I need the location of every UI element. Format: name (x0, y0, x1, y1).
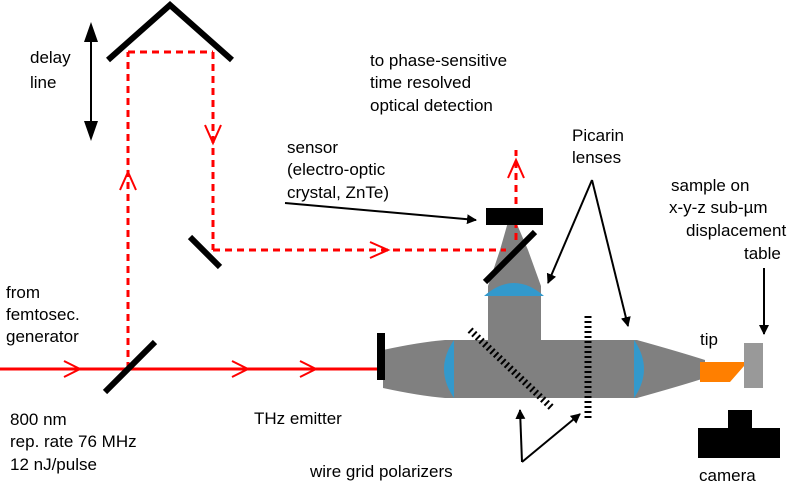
probe-arrows (119, 124, 525, 259)
sensor-pointer-arrow (284, 202, 477, 225)
thz-emitter-plate (377, 333, 385, 380)
picarin-pointer-arrow-2 (591, 179, 631, 327)
tip-label: tip (700, 330, 718, 349)
lens-vertical (484, 283, 544, 296)
lens-left (444, 340, 454, 398)
steering-mirror (187, 234, 223, 270)
from-generator-label: from femtosec. generator (6, 283, 84, 346)
wire-grid-polarizer-diagonal (467, 327, 555, 411)
picarin-label: Picarin lenses (572, 126, 629, 167)
thz-beam (383, 222, 705, 398)
beam-splitter (102, 339, 158, 395)
camera-label: camera (699, 466, 756, 485)
picarin-pointer-arrow-1 (546, 179, 593, 284)
sample-label: sample on x-y-z sub-µm displacement tabl… (669, 176, 791, 263)
delay-line-retroreflector (106, 0, 234, 63)
polarizer-pointer-arrow-2 (521, 413, 581, 463)
polarizers-label: wire grid polarizers (309, 462, 453, 481)
camera-icon (698, 410, 780, 458)
detection-label: to phase-sensitive time resolved optical… (370, 51, 512, 115)
tip (700, 362, 744, 382)
sensor-label: sensor (electro-optic crystal, ZnTe) (287, 138, 390, 202)
laser-spec-label: 800 nm rep. rate 76 MHz 12 nJ/pulse (10, 410, 141, 474)
thz-emitter-label: THz emitter (254, 409, 342, 428)
probe-beam (126, 50, 518, 369)
laser-input-beam (0, 360, 383, 378)
zinc-telluride-sensor (486, 208, 543, 225)
lens-right (634, 340, 644, 398)
polarizer-pointer-arrow-1 (515, 409, 526, 463)
sample (744, 343, 763, 388)
picarin-lenses (444, 283, 644, 398)
delay-line-label: delay line (30, 48, 75, 92)
sensor-mirror (482, 229, 538, 285)
delay-line-arrow (84, 22, 98, 141)
